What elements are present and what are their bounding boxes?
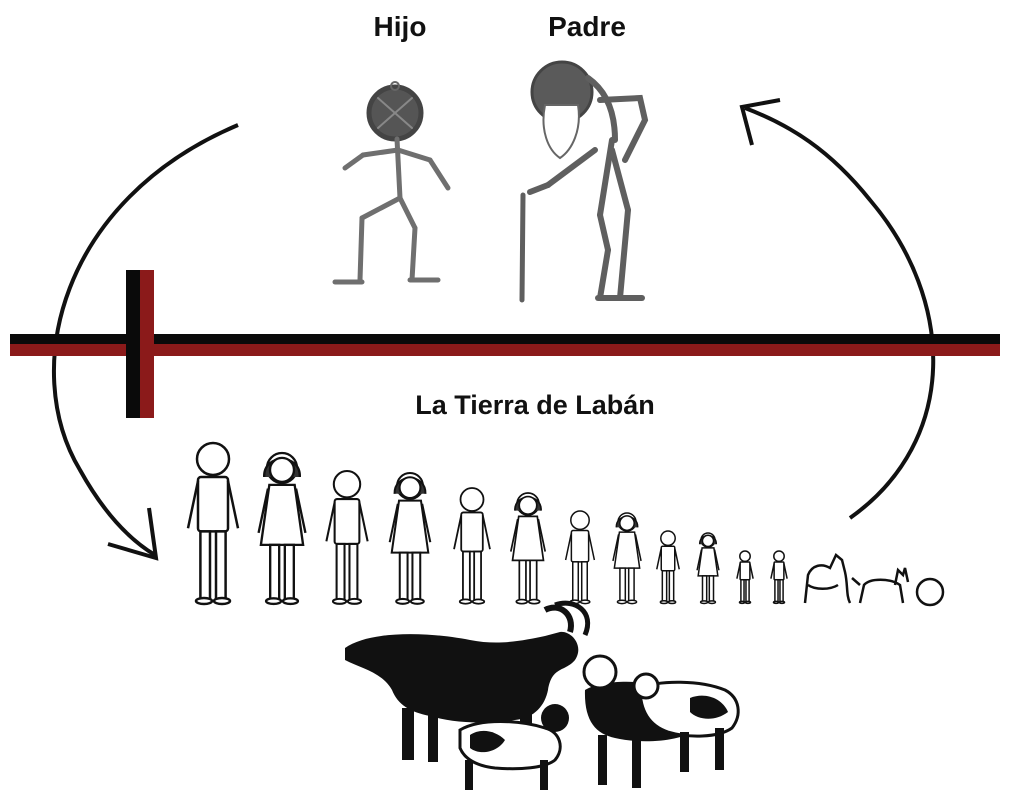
left-arrowhead-icon xyxy=(107,507,159,561)
family-member-icon xyxy=(186,441,240,606)
family-member-icon xyxy=(656,530,680,605)
family-member-icon xyxy=(736,550,754,605)
stick-boy-icon xyxy=(332,81,451,285)
vertical-marker xyxy=(126,270,154,418)
family-member-icon xyxy=(453,487,491,605)
land-label: La Tierra de Labán xyxy=(415,390,655,420)
family-member-icon xyxy=(509,492,547,605)
stick-family-icon xyxy=(186,441,945,607)
left-cycle-arrow xyxy=(52,123,239,557)
son-label: Hijo xyxy=(374,11,427,42)
fishbowl-icon xyxy=(915,577,945,607)
right-arrowhead-icon xyxy=(739,98,781,146)
father-label: Padre xyxy=(548,11,626,42)
dog-icon xyxy=(803,552,852,604)
family-member-icon xyxy=(696,532,720,605)
cat-icon xyxy=(851,567,910,604)
right-cycle-arrow xyxy=(744,106,936,520)
family-member-icon xyxy=(388,471,432,605)
family-member-icon xyxy=(257,451,307,606)
horizon-divider xyxy=(10,334,1000,356)
family-member-icon xyxy=(770,550,788,605)
family-member-icon xyxy=(564,510,596,605)
goat-herd-icon xyxy=(345,600,740,790)
old-man-with-cane-icon xyxy=(519,60,649,303)
family-member-icon xyxy=(612,512,642,605)
family-member-icon xyxy=(325,469,369,605)
